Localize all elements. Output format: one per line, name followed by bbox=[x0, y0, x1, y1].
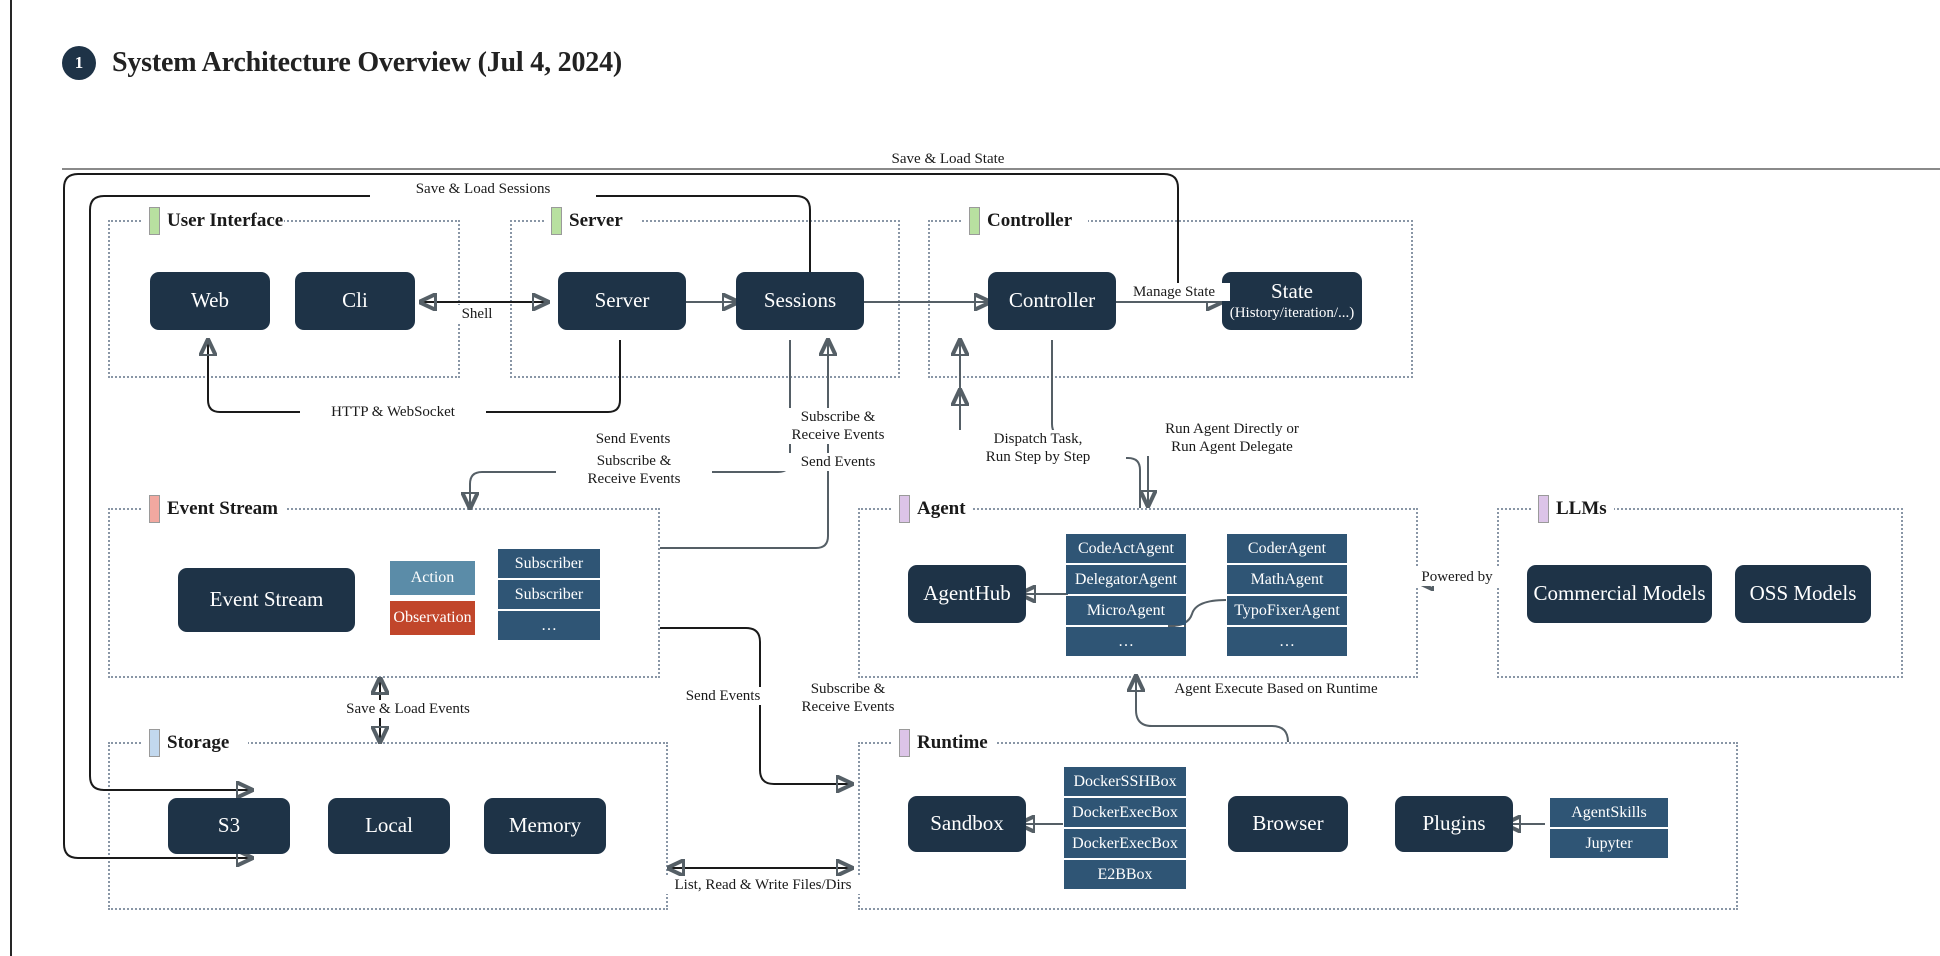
node-plugins[interactable]: Plugins bbox=[1395, 796, 1513, 852]
node-sandbox[interactable]: Sandbox bbox=[908, 796, 1026, 852]
edge-label-send-events-2: Send Events bbox=[770, 453, 906, 471]
list-item[interactable]: … bbox=[1066, 627, 1186, 656]
list-item[interactable]: MicroAgent bbox=[1066, 596, 1186, 625]
edge-label-subscribe-receive-1: Subscribe & Receive Events bbox=[556, 452, 712, 488]
page-title: System Architecture Overview (Jul 4, 202… bbox=[112, 47, 623, 78]
list-item[interactable]: CoderAgent bbox=[1227, 534, 1347, 563]
edge-label-shell: Shell bbox=[444, 305, 510, 323]
node-agent-hub[interactable]: AgentHub bbox=[908, 565, 1026, 623]
edge-label-subscribe-receive-2: Subscribe & Receive Events bbox=[760, 408, 916, 444]
stack-agents-left: CodeActAgent DelegatorAgent MicroAgent … bbox=[1066, 534, 1186, 656]
group-label-agent: Agent bbox=[892, 494, 973, 524]
node-controller-label: Controller bbox=[1008, 288, 1096, 313]
node-sessions[interactable]: Sessions bbox=[736, 272, 864, 330]
group-label-storage: Storage bbox=[142, 728, 248, 758]
list-item[interactable]: DelegatorAgent bbox=[1066, 565, 1186, 594]
group-color-bar-icon bbox=[551, 207, 562, 235]
edge-label-send-events-1: Send Events bbox=[560, 430, 706, 448]
node-commercial-models-label: Commercial Models bbox=[1533, 581, 1706, 606]
group-label-llms: LLMs bbox=[1531, 494, 1614, 524]
edge-label-agent-execute: Agent Execute Based on Runtime bbox=[1148, 680, 1404, 698]
node-commercial-models[interactable]: Commercial Models bbox=[1527, 565, 1712, 623]
list-item[interactable]: … bbox=[1227, 627, 1347, 656]
node-cli[interactable]: Cli bbox=[295, 272, 415, 330]
group-color-bar-icon bbox=[149, 729, 160, 757]
list-item[interactable]: E2BBox bbox=[1064, 860, 1186, 889]
edge-label-send-events-3: Send Events bbox=[660, 687, 786, 705]
group-label-runtime: Runtime bbox=[892, 728, 995, 758]
group-color-bar-icon bbox=[1538, 495, 1549, 523]
node-browser-label: Browser bbox=[1252, 811, 1324, 836]
group-label-user-interface: User Interface bbox=[142, 206, 284, 236]
node-controller[interactable]: Controller bbox=[988, 272, 1116, 330]
node-server-label: Server bbox=[594, 288, 650, 313]
list-item[interactable]: Subscriber bbox=[498, 549, 600, 578]
node-oss-models-label: OSS Models bbox=[1749, 581, 1857, 606]
node-sandbox-label: Sandbox bbox=[930, 811, 1004, 836]
group-color-bar-icon bbox=[149, 207, 160, 235]
stack-runtime-boxes: DockerSSHBox DockerExecBox DockerExecBox… bbox=[1064, 767, 1186, 889]
group-llms: LLMs bbox=[1497, 494, 1903, 678]
list-item[interactable]: DockerSSHBox bbox=[1064, 767, 1186, 796]
node-state-subtitle: (History/iteration/...) bbox=[1229, 304, 1355, 321]
list-item[interactable]: AgentSkills bbox=[1550, 798, 1668, 827]
group-color-bar-icon bbox=[149, 495, 160, 523]
edge-label-save-load-state: Save & Load State bbox=[845, 150, 1051, 168]
node-cli-label: Cli bbox=[342, 288, 368, 313]
chip-action[interactable]: Action bbox=[390, 561, 475, 595]
edge-label-dispatch-task: Dispatch Task, Run Step by Step bbox=[950, 430, 1126, 466]
chip-observation-label: Observation bbox=[393, 609, 472, 626]
list-item[interactable]: DockerExecBox bbox=[1064, 829, 1186, 858]
node-event-stream[interactable]: Event Stream bbox=[178, 568, 355, 632]
list-item[interactable]: Subscriber bbox=[498, 580, 600, 609]
group-color-bar-icon bbox=[899, 495, 910, 523]
node-browser[interactable]: Browser bbox=[1228, 796, 1348, 852]
node-state[interactable]: State (History/iteration/...) bbox=[1222, 272, 1362, 330]
title-divider bbox=[62, 168, 1940, 170]
list-item[interactable]: CodeActAgent bbox=[1066, 534, 1186, 563]
group-label-server: Server bbox=[544, 206, 640, 236]
chip-observation[interactable]: Observation bbox=[390, 601, 475, 635]
group-label-controller: Controller bbox=[962, 206, 1088, 236]
list-item[interactable]: MathAgent bbox=[1227, 565, 1347, 594]
edge-label-powered-by: Powered by bbox=[1404, 568, 1510, 586]
slide-header: 1 System Architecture Overview (Jul 4, 2… bbox=[62, 46, 622, 80]
node-sessions-label: Sessions bbox=[763, 288, 837, 313]
edge-label-run-agent: Run Agent Directly or Run Agent Delegate bbox=[1124, 420, 1340, 456]
list-item[interactable]: … bbox=[498, 611, 600, 640]
node-agent-hub-label: AgentHub bbox=[923, 581, 1011, 606]
list-item[interactable]: DockerExecBox bbox=[1064, 798, 1186, 827]
edge-label-subscribe-receive-3: Subscribe & Receive Events bbox=[770, 680, 926, 716]
node-state-title: State bbox=[1271, 279, 1313, 304]
edge-label-list-read-write: List, Read & Write Files/Dirs bbox=[650, 876, 876, 894]
node-local-label: Local bbox=[365, 813, 413, 838]
node-oss-models[interactable]: OSS Models bbox=[1735, 565, 1871, 623]
list-item[interactable]: Jupyter bbox=[1550, 829, 1668, 858]
stack-agents-right: CoderAgent MathAgent TypoFixerAgent … bbox=[1227, 534, 1347, 656]
node-web[interactable]: Web bbox=[150, 272, 270, 330]
chip-action-label: Action bbox=[410, 569, 455, 586]
page-left-border bbox=[10, 0, 12, 956]
edge-label-save-load-events: Save & Load Events bbox=[310, 700, 506, 718]
node-s3[interactable]: S3 bbox=[168, 798, 290, 854]
node-web-label: Web bbox=[191, 288, 229, 313]
list-item[interactable]: TypoFixerAgent bbox=[1227, 596, 1347, 625]
group-color-bar-icon bbox=[969, 207, 980, 235]
node-memory[interactable]: Memory bbox=[484, 798, 606, 854]
edge-label-manage-state: Manage State bbox=[1118, 283, 1230, 301]
edge-label-save-load-sessions: Save & Load Sessions bbox=[370, 180, 596, 198]
node-plugins-label: Plugins bbox=[1422, 811, 1486, 836]
group-label-event-stream: Event Stream bbox=[142, 494, 285, 524]
group-color-bar-icon bbox=[899, 729, 910, 757]
slide-number-badge: 1 bbox=[62, 46, 96, 80]
node-local[interactable]: Local bbox=[328, 798, 450, 854]
edge-label-http-websocket: HTTP & WebSocket bbox=[300, 403, 486, 421]
node-event-stream-label: Event Stream bbox=[209, 587, 324, 612]
node-server[interactable]: Server bbox=[558, 272, 686, 330]
stack-subscribers: Subscriber Subscriber … bbox=[498, 549, 600, 640]
node-s3-label: S3 bbox=[217, 813, 241, 838]
stack-plugins: AgentSkills Jupyter bbox=[1550, 798, 1668, 858]
node-memory-label: Memory bbox=[508, 813, 582, 838]
